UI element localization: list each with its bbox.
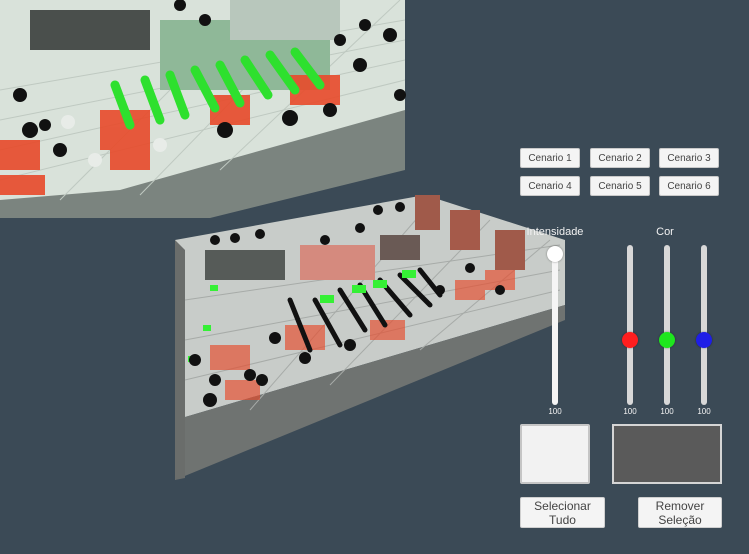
scenario-4-button[interactable]: Cenario 4	[520, 176, 580, 196]
intensity-slider-handle[interactable]	[547, 246, 563, 262]
select-all-button[interactable]: Selecionar Tudo	[520, 497, 605, 528]
scenario-6-button[interactable]: Cenario 6	[659, 176, 719, 196]
selection-preview-swatch	[612, 424, 722, 484]
intensity-label: Intensidade	[526, 226, 584, 238]
blue-value: 100	[697, 407, 711, 416]
scenario-2-button[interactable]: Cenario 2	[590, 148, 650, 168]
blue-slider-handle[interactable]	[696, 332, 712, 348]
light-preview-swatch	[520, 424, 590, 484]
intensity-value: 100	[548, 407, 562, 416]
remove-selection-button[interactable]: Remover Seleção	[638, 497, 722, 528]
scenario-3-button[interactable]: Cenario 3	[659, 148, 719, 168]
red-value: 100	[623, 407, 637, 416]
color-label: Cor	[656, 226, 674, 238]
scenario-5-button[interactable]: Cenario 5	[590, 176, 650, 196]
green-value: 100	[660, 407, 674, 416]
scenario-1-button[interactable]: Cenario 1	[520, 148, 580, 168]
red-slider-handle[interactable]	[622, 332, 638, 348]
green-slider-handle[interactable]	[659, 332, 675, 348]
